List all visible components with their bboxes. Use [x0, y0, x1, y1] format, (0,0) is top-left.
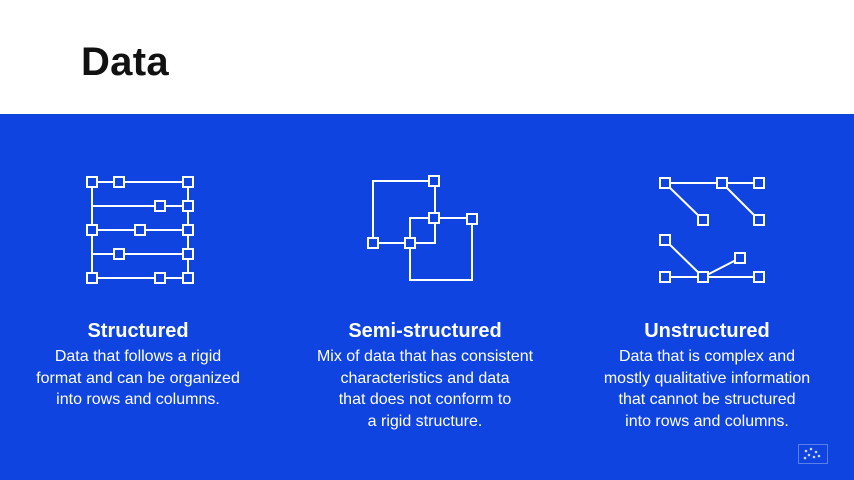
- structured-description: Data that follows a rigid format and can…: [36, 348, 240, 408]
- unstructured-column: Unstructured Data that is complex and mo…: [580, 114, 834, 480]
- structured-grid-icon: [86, 176, 194, 284]
- watermark-logo-icon: [798, 444, 828, 464]
- semi-structured-description: Mix of data that has consistent characte…: [316, 348, 534, 430]
- structured-heading: Structured: [87, 320, 189, 342]
- structured-column: Structured Data that follows a rigid for…: [20, 114, 256, 480]
- scattered-nodes-icon: [659, 177, 765, 283]
- content-panel: Structured Data that follows a rigid for…: [0, 114, 854, 480]
- semi-structured-column: Semi-structured Mix of data that has con…: [296, 114, 554, 480]
- semi-structured-heading: Semi-structured: [348, 320, 502, 342]
- slide-header: Data: [0, 0, 854, 114]
- unstructured-heading: Unstructured: [644, 320, 770, 342]
- slide-title: Data: [81, 40, 169, 84]
- overlapping-squares-icon: [367, 175, 478, 281]
- unstructured-description: Data that is complex and mostly qualitat…: [603, 348, 811, 430]
